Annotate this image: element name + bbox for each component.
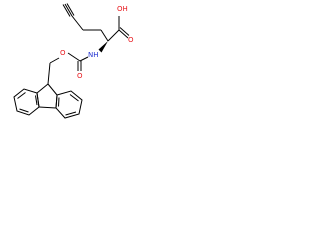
carboxyl-carbonyl-double-bond [118,27,130,39]
carboxyl-oh-label: OH [117,5,128,13]
fluorene-right-benzene-ring [55,90,83,119]
side-chain-bonds [71,15,109,42]
alpha-carboxyl-bond [107,29,120,42]
carbamate-ester-o-label: O [60,49,66,57]
methylene-linker-bonds [47,57,60,85]
stereo-wedge-bond [98,41,108,53]
carbamate-ester-bond [67,52,81,62]
structure-canvas: OH O NH O O [0,0,150,150]
carbamate-carbonyl-double-bond [77,61,82,71]
amine-nh-label: NH [88,51,99,59]
carboxyl-carbonyl-o-label: O [128,36,134,44]
amide-bond [79,56,89,62]
fluorene-left-benzene-ring [13,88,40,116]
skeletal-formula: OH O NH O O [13,3,134,119]
carbamate-carbonyl-o-label: O [77,72,83,80]
alkyne-triple-bond [62,3,75,17]
fluorene-five-ring [36,83,58,109]
